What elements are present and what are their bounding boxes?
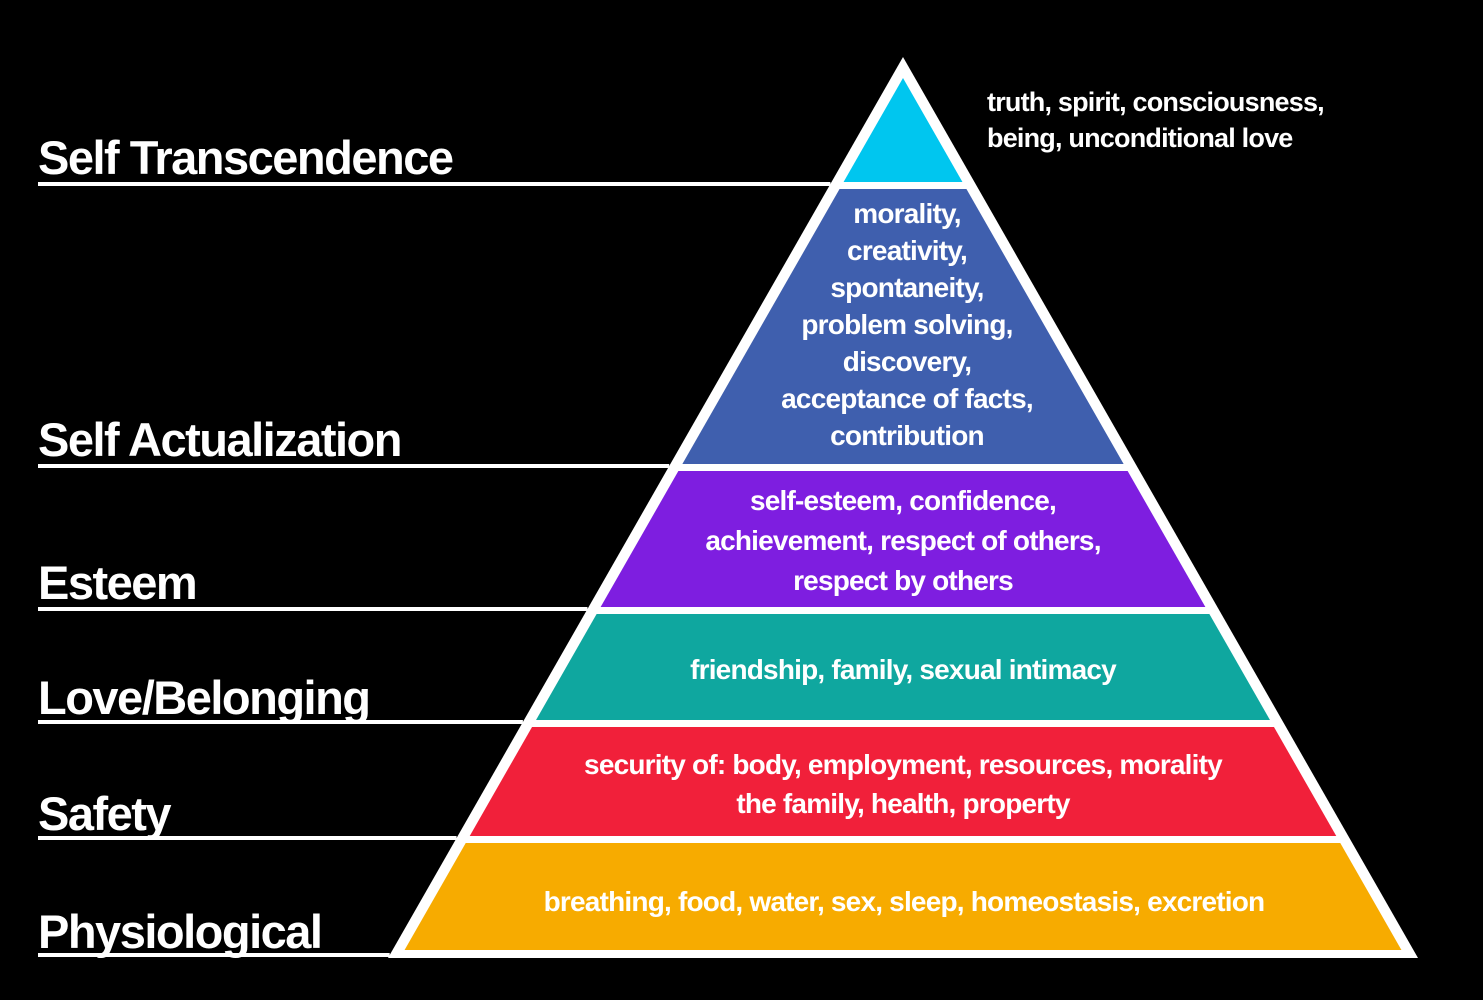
label-self-actualization: Self Actualization bbox=[38, 413, 402, 466]
band-line: acceptance of facts, bbox=[781, 383, 1033, 414]
label-love-belonging: Love/Belonging bbox=[38, 671, 371, 724]
band-safety bbox=[469, 727, 1337, 836]
label-self-transcendence: Self Transcendence bbox=[38, 131, 454, 184]
band-line: achievement, respect of others, bbox=[705, 525, 1101, 556]
label-physiological: Physiological bbox=[38, 905, 323, 958]
band-physiological bbox=[404, 843, 1402, 950]
band-esteem bbox=[600, 471, 1206, 607]
self-actualization-text: morality, creativity, spontaneity, probl… bbox=[781, 195, 1033, 454]
band-love-belonging bbox=[536, 614, 1270, 720]
band-line: the family, health, property bbox=[736, 788, 1070, 819]
band-line: discovery, bbox=[842, 346, 972, 377]
note-line: being, unconditional love bbox=[987, 123, 1293, 153]
band-line: creativity, bbox=[847, 235, 968, 266]
label-underline bbox=[38, 953, 390, 957]
label-underline bbox=[38, 182, 831, 186]
label-underline bbox=[38, 607, 588, 611]
label-esteem: Esteem bbox=[38, 556, 198, 609]
label-underline bbox=[38, 464, 670, 468]
band-line: self-esteem, confidence, bbox=[749, 485, 1057, 516]
esteem-text: self-esteem, confidence, achievement, re… bbox=[705, 481, 1101, 601]
label-underline bbox=[38, 720, 523, 724]
safety-text: security of: body, employment, resources… bbox=[584, 745, 1223, 823]
love-belonging-text: friendship, family, sexual intimacy bbox=[690, 651, 1117, 688]
label-underline bbox=[38, 836, 457, 840]
band-line: security of: body, employment, resources… bbox=[584, 749, 1223, 780]
note-line: truth, spirit, consciousness, bbox=[987, 87, 1325, 117]
band-line: breathing, food, water, sex, sleep, home… bbox=[543, 886, 1266, 917]
band-line: friendship, family, sexual intimacy bbox=[690, 654, 1117, 685]
label-safety: Safety bbox=[38, 787, 172, 840]
band-line: spontaneity, bbox=[830, 272, 984, 303]
band-line: problem solving, bbox=[801, 309, 1013, 340]
band-self-actualization bbox=[682, 189, 1124, 464]
band-line: respect by others bbox=[793, 565, 1014, 596]
band-line: contribution bbox=[830, 420, 985, 451]
transcendence-note: truth, spirit, consciousness, being, unc… bbox=[987, 84, 1325, 156]
band-self-transcendence bbox=[843, 78, 963, 182]
band-line: morality, bbox=[853, 198, 961, 229]
physiological-text: breathing, food, water, sex, sleep, home… bbox=[543, 883, 1266, 920]
